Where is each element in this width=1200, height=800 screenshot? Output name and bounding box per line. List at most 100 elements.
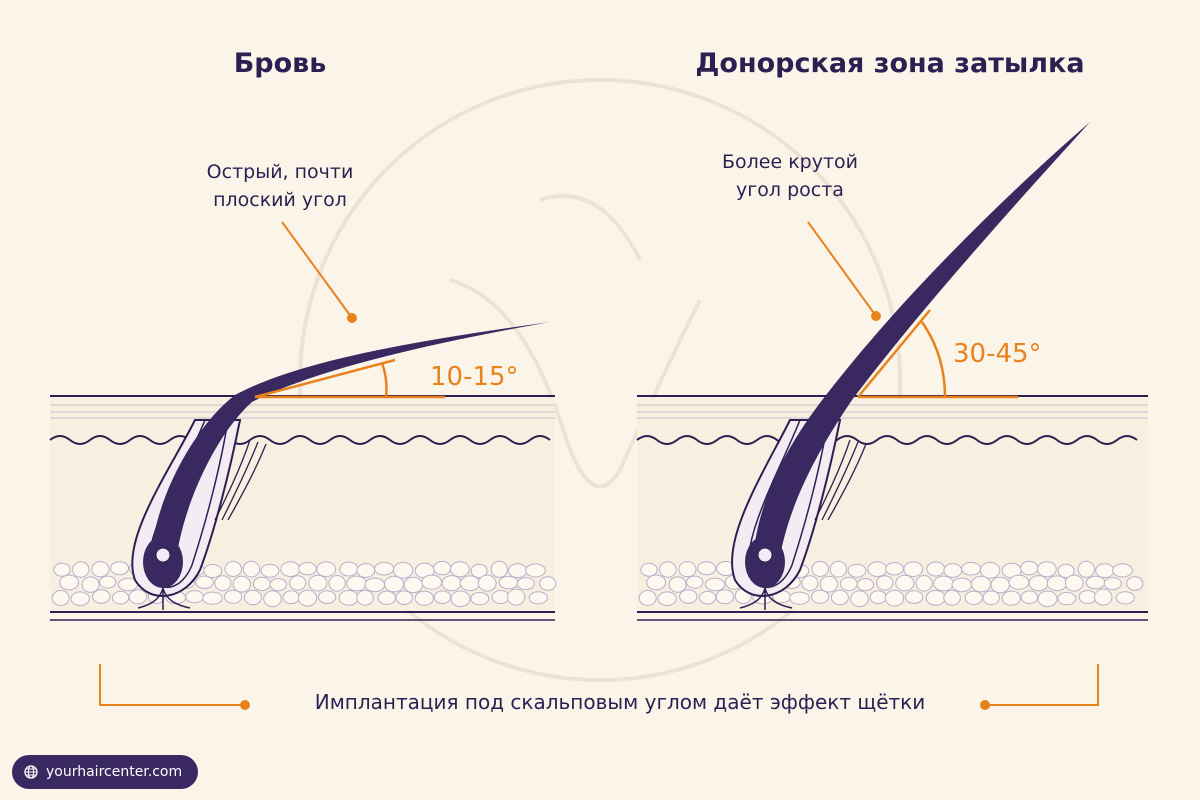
fat-cell [982, 590, 1000, 606]
fat-cell [964, 590, 983, 605]
fat-cell [232, 575, 252, 593]
fat-cell [668, 576, 687, 593]
fat-cell [491, 590, 510, 604]
fat-cell [1046, 575, 1068, 592]
fat-cell [951, 577, 973, 593]
fat-cell [377, 590, 396, 605]
fat-cell [260, 563, 280, 578]
skin-section-right [636, 122, 1148, 621]
fat-cell [850, 590, 869, 608]
fat-cell [263, 590, 282, 608]
fat-cell [243, 589, 262, 606]
angle-arc-right [920, 321, 947, 398]
angle-ray-left [254, 358, 396, 399]
fat-cell [433, 590, 452, 605]
fat-cell [903, 561, 924, 578]
fat-cell [242, 560, 261, 578]
annotation-dot-right [871, 311, 881, 321]
fat-cell [498, 575, 519, 590]
fat-cell [638, 590, 657, 606]
annotation-dot-left [347, 313, 357, 323]
fat-cell [328, 575, 346, 592]
fat-cell [1037, 590, 1058, 608]
fat-cell [72, 561, 90, 578]
fat-cell [441, 575, 462, 592]
bottom-caption: Имплантация под скальповым углом даёт эф… [314, 690, 926, 714]
fat-cell [421, 574, 443, 590]
fat-cell [1094, 588, 1113, 606]
fat-cell [99, 575, 117, 589]
fat-cell [185, 590, 204, 604]
fat-cell [1085, 575, 1106, 590]
fat-cell [915, 575, 933, 592]
fat-cell [961, 561, 982, 576]
fat-cell [507, 588, 526, 606]
fat-cell [895, 574, 915, 592]
fat-cell [203, 564, 223, 578]
fat-cell [338, 590, 359, 606]
fat-cells-left [51, 559, 557, 608]
fat-cell [450, 590, 471, 608]
fat-cell [698, 590, 717, 605]
fat-cell [318, 590, 337, 604]
fat-cell [223, 589, 243, 604]
annotation-leader-left [281, 221, 353, 319]
fat-cell [539, 576, 557, 591]
fat-cell [678, 561, 697, 578]
fat-cells-right [638, 559, 1144, 608]
fat-cell [926, 561, 946, 577]
fat-cell [933, 575, 954, 592]
fat-cell [697, 561, 717, 576]
fat-cell [1115, 591, 1135, 605]
fat-cell [867, 561, 888, 578]
fat-cell [830, 589, 849, 606]
fat-cell [1057, 591, 1077, 606]
fat-cell [1064, 574, 1084, 592]
fat-cell [339, 561, 359, 577]
fat-cell [810, 589, 830, 604]
fat-cell [91, 561, 110, 578]
fat-cell [477, 574, 497, 592]
fat-cell [280, 561, 301, 578]
fat-cell [686, 575, 704, 589]
fat-cell [383, 575, 405, 593]
fat-cell [414, 590, 434, 606]
fat-cell [403, 576, 424, 594]
fat-cell [1020, 560, 1039, 576]
panel-title-right: Донорская зона затылка [695, 48, 1085, 79]
fat-cell [128, 589, 148, 605]
fat-cell [81, 576, 100, 593]
fat-cell [470, 591, 490, 606]
panel-title-left: Бровь [233, 48, 327, 79]
fat-cell [346, 575, 367, 592]
fat-cell [459, 575, 481, 592]
fat-cell [395, 590, 413, 606]
fat-cell [811, 561, 830, 577]
fat-cell [847, 563, 867, 578]
annotation-leader-right [807, 221, 877, 317]
website-badge[interactable]: yourhaircenter.com [12, 755, 199, 789]
fat-cell [70, 591, 90, 607]
fat-cell [1112, 563, 1133, 578]
fat-cell [856, 578, 874, 592]
hair-shaft-right [752, 122, 1090, 570]
annotation-right-line-1: Более крутой [721, 151, 859, 173]
annotation-left: Острый, почти плоский угол [170, 158, 390, 214]
fat-cell [801, 575, 819, 592]
fat-cell [224, 561, 242, 577]
fat-cell [1008, 574, 1030, 590]
fat-cell [1078, 590, 1097, 604]
fat-cell [356, 589, 374, 606]
fat-cell [297, 589, 318, 607]
fat-cell [1126, 576, 1144, 591]
fat-cell [970, 575, 992, 593]
fat-cell [839, 576, 858, 592]
dermal-papilla-wave [636, 435, 1138, 445]
fat-cell [92, 589, 111, 604]
fat-cell [470, 563, 488, 579]
fat-cell [356, 563, 376, 578]
fat-cell [364, 577, 386, 593]
fat-cell [525, 563, 546, 578]
